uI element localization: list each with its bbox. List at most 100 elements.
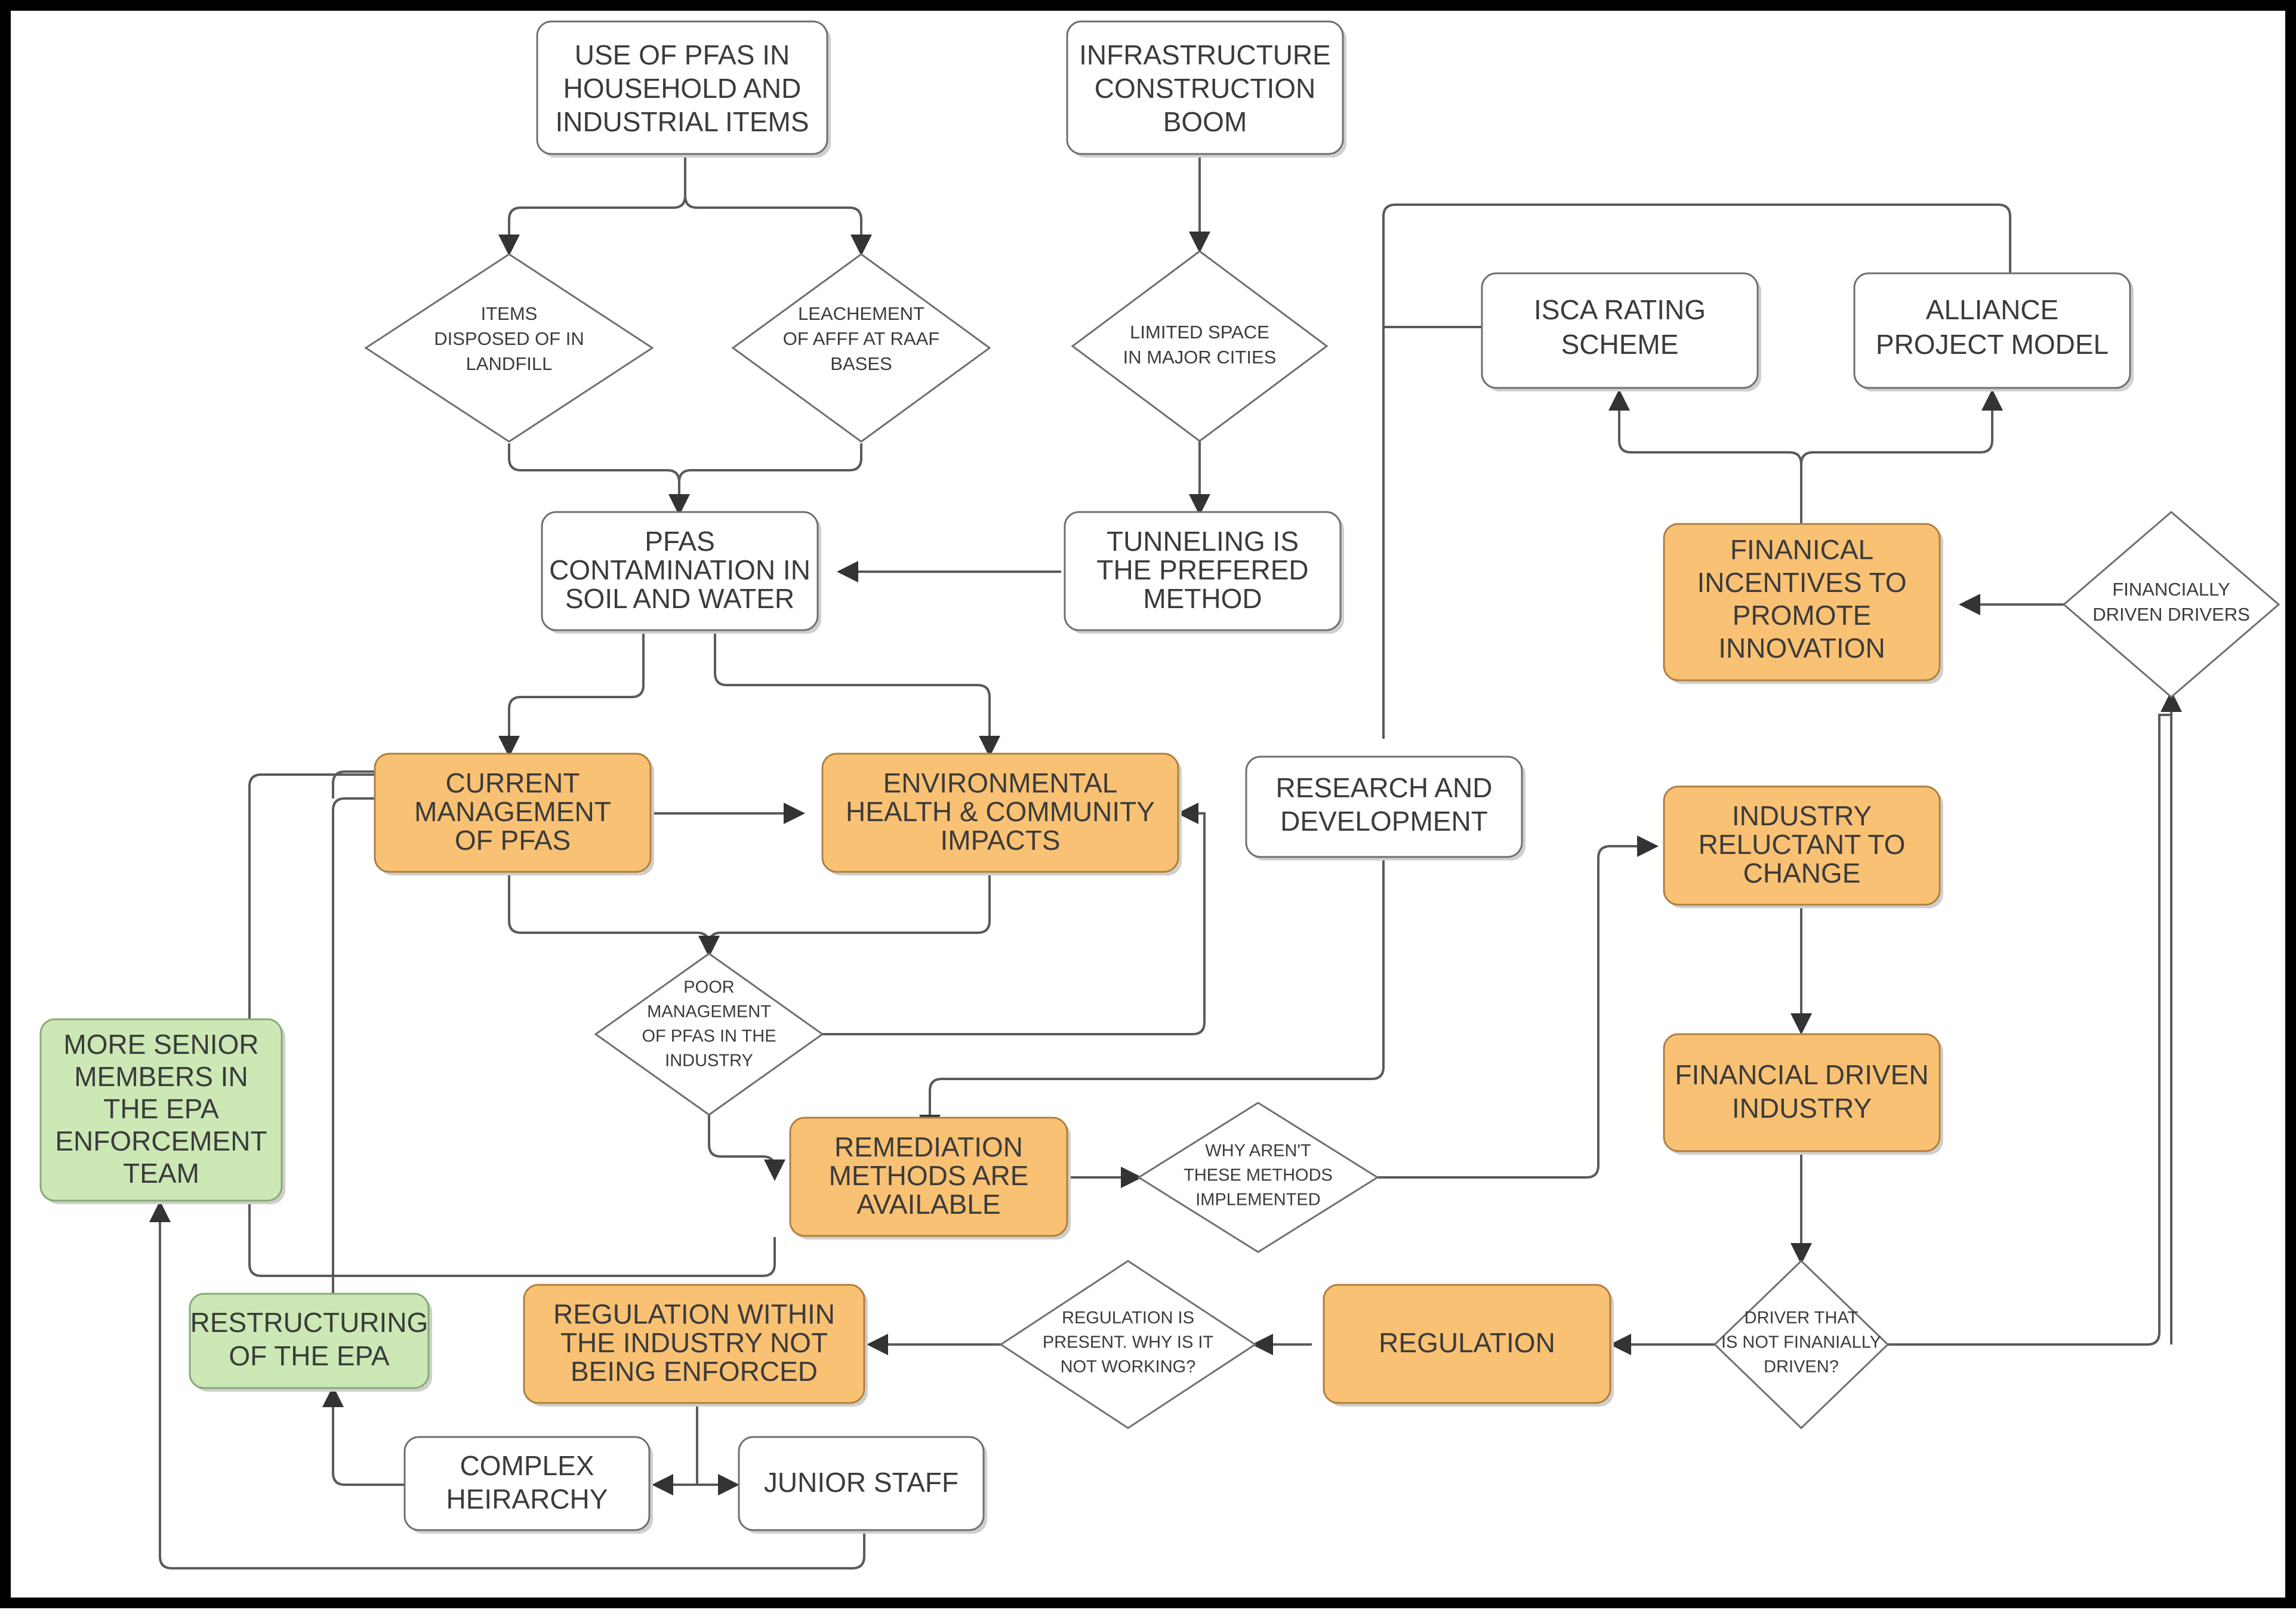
edge-current-mgmt-to-poor-mgmt <box>508 875 720 957</box>
node-research-development[interactable]: RESEARCH AND DEVELOPMENT <box>1245 755 1525 861</box>
node-label: ENFORCEMENT <box>55 1125 267 1157</box>
node-label: FINANCIALLY <box>2112 579 2230 600</box>
node-label: IMPACTS <box>940 825 1060 856</box>
edge-poor-mgmt-to-env-health <box>819 803 1206 1035</box>
node-label: PFAS <box>645 526 715 557</box>
node-label: CONTAMINATION IN <box>549 554 810 585</box>
node-label: CURRENT <box>446 767 580 798</box>
node-label: RELUCTANT TO <box>1699 829 1906 860</box>
node-more-senior-members[interactable]: MORE SENIOR MEMBERS IN THE EPA ENFORCEME… <box>39 1018 285 1204</box>
node-label: PROJECT MODEL <box>1876 329 2109 360</box>
edge-contamination-to-current-mgmt <box>498 631 645 757</box>
flowchart-canvas: USE OF PFAS IN HOUSEHOLD AND INDUSTRIAL … <box>39 20 2280 1569</box>
node-label: DEVELOPMENT <box>1280 806 1488 837</box>
node-poor-management[interactable]: POOR MANAGEMENT OF PFAS IN THE INDUSTRY <box>594 952 824 1116</box>
edge-why-not-to-industry-reluctant <box>1377 835 1659 1179</box>
node-label: DRIVEN DRIVERS <box>2092 604 2250 625</box>
node-label: CONSTRUCTION <box>1095 73 1316 104</box>
edge-leachement-to-contamination <box>668 443 862 516</box>
node-current-management[interactable]: CURRENT MANAGEMENT OF PFAS <box>374 753 654 875</box>
node-label: THE INDUSTRY NOT <box>560 1327 828 1358</box>
node-industry-reluctant[interactable]: INDUSTRY RELUCTANT TO CHANGE <box>1663 785 1943 908</box>
edge-complex-to-restructuring <box>322 1386 405 1486</box>
node-label: INDUSTRY <box>1732 1093 1872 1124</box>
node-label: ITEMS <box>481 303 538 324</box>
edge-landfill-to-contamination <box>508 443 690 516</box>
node-label: HEIRARCHY <box>446 1484 608 1515</box>
node-label: PRESENT. WHY IS IT <box>1043 1333 1214 1352</box>
edge-rnd-top-rail <box>1382 203 1998 739</box>
node-label: METHOD <box>1143 583 1262 614</box>
node-label: NOT WORKING? <box>1061 1358 1196 1377</box>
node-tunneling-preferred[interactable]: TUNNELING IS THE PREFERED METHOD <box>1064 511 1344 634</box>
node-label: CHANGE <box>1743 858 1861 889</box>
node-items-disposed-landfill[interactable]: ITEMS DISPOSED OF IN LANDFILL <box>364 253 654 443</box>
node-label: MANAGEMENT <box>414 796 611 827</box>
node-isca-rating-scheme[interactable]: ISCA RATING SCHEME <box>1481 272 1761 391</box>
node-leachement-afff[interactable]: LEACHEMENT OF AFFF AT RAAF BASES <box>731 253 991 443</box>
node-label: COMPLEX <box>460 1450 594 1481</box>
node-label: MORE SENIOR <box>63 1029 258 1060</box>
node-alliance-project-model[interactable]: ALLIANCE PROJECT MODEL <box>1853 272 2134 391</box>
node-label: ENVIRONMENTAL <box>883 767 1118 798</box>
node-label: INDUSTRY <box>665 1051 753 1071</box>
node-label: DRIVEN? <box>1764 1358 1839 1377</box>
node-label: METHODS ARE <box>829 1160 1029 1191</box>
node-regulation[interactable]: REGULATION <box>1323 1284 1614 1407</box>
node-label: FINANCIAL DRIVEN <box>1675 1059 1928 1090</box>
node-restructuring-epa[interactable]: RESTRUCTURING OF THE EPA <box>189 1293 432 1392</box>
node-use-of-pfas[interactable]: USE OF PFAS IN HOUSEHOLD AND INDUSTRIAL … <box>536 20 831 158</box>
node-label: DRIVER THAT <box>1745 1309 1859 1328</box>
node-label: INNOVATION <box>1718 633 1885 664</box>
node-label: MANAGEMENT <box>647 1003 771 1022</box>
node-label: TUNNELING IS <box>1107 526 1299 557</box>
node-pfas-contamination[interactable]: PFAS CONTAMINATION IN SOIL AND WATER <box>541 511 821 634</box>
node-financially-driven-drivers[interactable]: FINANCIALLY DRIVEN DRIVERS <box>2062 511 2280 698</box>
node-label: TEAM <box>123 1158 199 1189</box>
edge-restructuring-to-current-mgmt-rail <box>332 797 452 1294</box>
node-complex-heirarchy[interactable]: COMPLEX HEIRARCHY <box>403 1436 653 1534</box>
node-label: THESE METHODS <box>1184 1166 1333 1185</box>
node-label: LANDFILL <box>466 353 553 374</box>
node-label: OF THE EPA <box>229 1340 390 1371</box>
node-label: LEACHEMENT <box>798 303 924 324</box>
node-remediation-methods[interactable]: REMEDIATION METHODS ARE AVAILABLE <box>789 1117 1071 1239</box>
node-label: LIMITED SPACE <box>1130 322 1269 343</box>
node-label: OF PFAS <box>455 825 571 856</box>
node-driver-not-financial[interactable]: DRIVER THAT IS NOT FINANIALLY DRIVEN? <box>1713 1259 1890 1430</box>
node-limited-space[interactable]: LIMITED SPACE IN MAJOR CITIES <box>1071 250 1329 442</box>
node-label: RESEARCH AND <box>1276 772 1493 803</box>
node-label: HEALTH & COMMUNITY <box>846 796 1155 827</box>
edge-remediation-to-current-mgmt <box>248 764 776 1277</box>
node-why-not-implemented[interactable]: WHY AREN'T THESE METHODS IMPLEMENTED <box>1137 1102 1379 1253</box>
node-label: REGULATION IS <box>1062 1309 1194 1328</box>
node-infrastructure-boom[interactable]: INFRASTRUCTURE CONSTRUCTION BOOM <box>1066 20 1346 158</box>
node-label: FINANICAL <box>1730 534 1873 565</box>
edge-rnd-to-remediation <box>919 846 1385 1136</box>
node-label: IS NOT FINANIALLY <box>1721 1333 1881 1352</box>
edge-use-to-landfill <box>498 156 686 256</box>
edge-layer <box>149 156 2182 1569</box>
node-label: SOIL AND WATER <box>565 583 794 614</box>
edge-junior-to-senior-members <box>149 1201 865 1569</box>
edge-top-rail-to-alliance <box>1998 203 2011 273</box>
node-regulation-present[interactable]: REGULATION IS PRESENT. WHY IS IT NOT WOR… <box>999 1260 1257 1429</box>
node-label: ALLIANCE <box>1926 294 2058 325</box>
node-label: THE PREFERED <box>1096 554 1308 585</box>
edge-contamination-to-env-health <box>714 631 1000 757</box>
node-label: POOR <box>683 978 734 997</box>
node-financial-incentives[interactable]: FINANICAL INCENTIVES TO PROMOTE INNOVATI… <box>1663 523 1943 684</box>
node-label: BASES <box>830 353 892 374</box>
node-junior-staff[interactable]: JUNIOR STAFF <box>738 1436 987 1534</box>
node-label: USE OF PFAS IN <box>575 39 790 70</box>
node-environmental-health[interactable]: ENVIRONMENTAL HEALTH & COMMUNITY IMPACTS <box>821 753 1182 875</box>
node-label: THE EPA <box>103 1093 219 1124</box>
node-label: DISPOSED OF IN <box>434 328 584 349</box>
node-label: WHY AREN'T <box>1205 1142 1311 1161</box>
node-label: MEMBERS IN <box>74 1061 248 1092</box>
node-label: JUNIOR STAFF <box>764 1467 959 1498</box>
node-regulation-not-enforced[interactable]: REGULATION WITHIN THE INDUSTRY NOT BEING… <box>523 1284 868 1407</box>
node-financial-driven-industry[interactable]: FINANCIAL DRIVEN INDUSTRY <box>1663 1033 1943 1155</box>
node-label: INDUSTRIAL ITEMS <box>555 106 809 137</box>
